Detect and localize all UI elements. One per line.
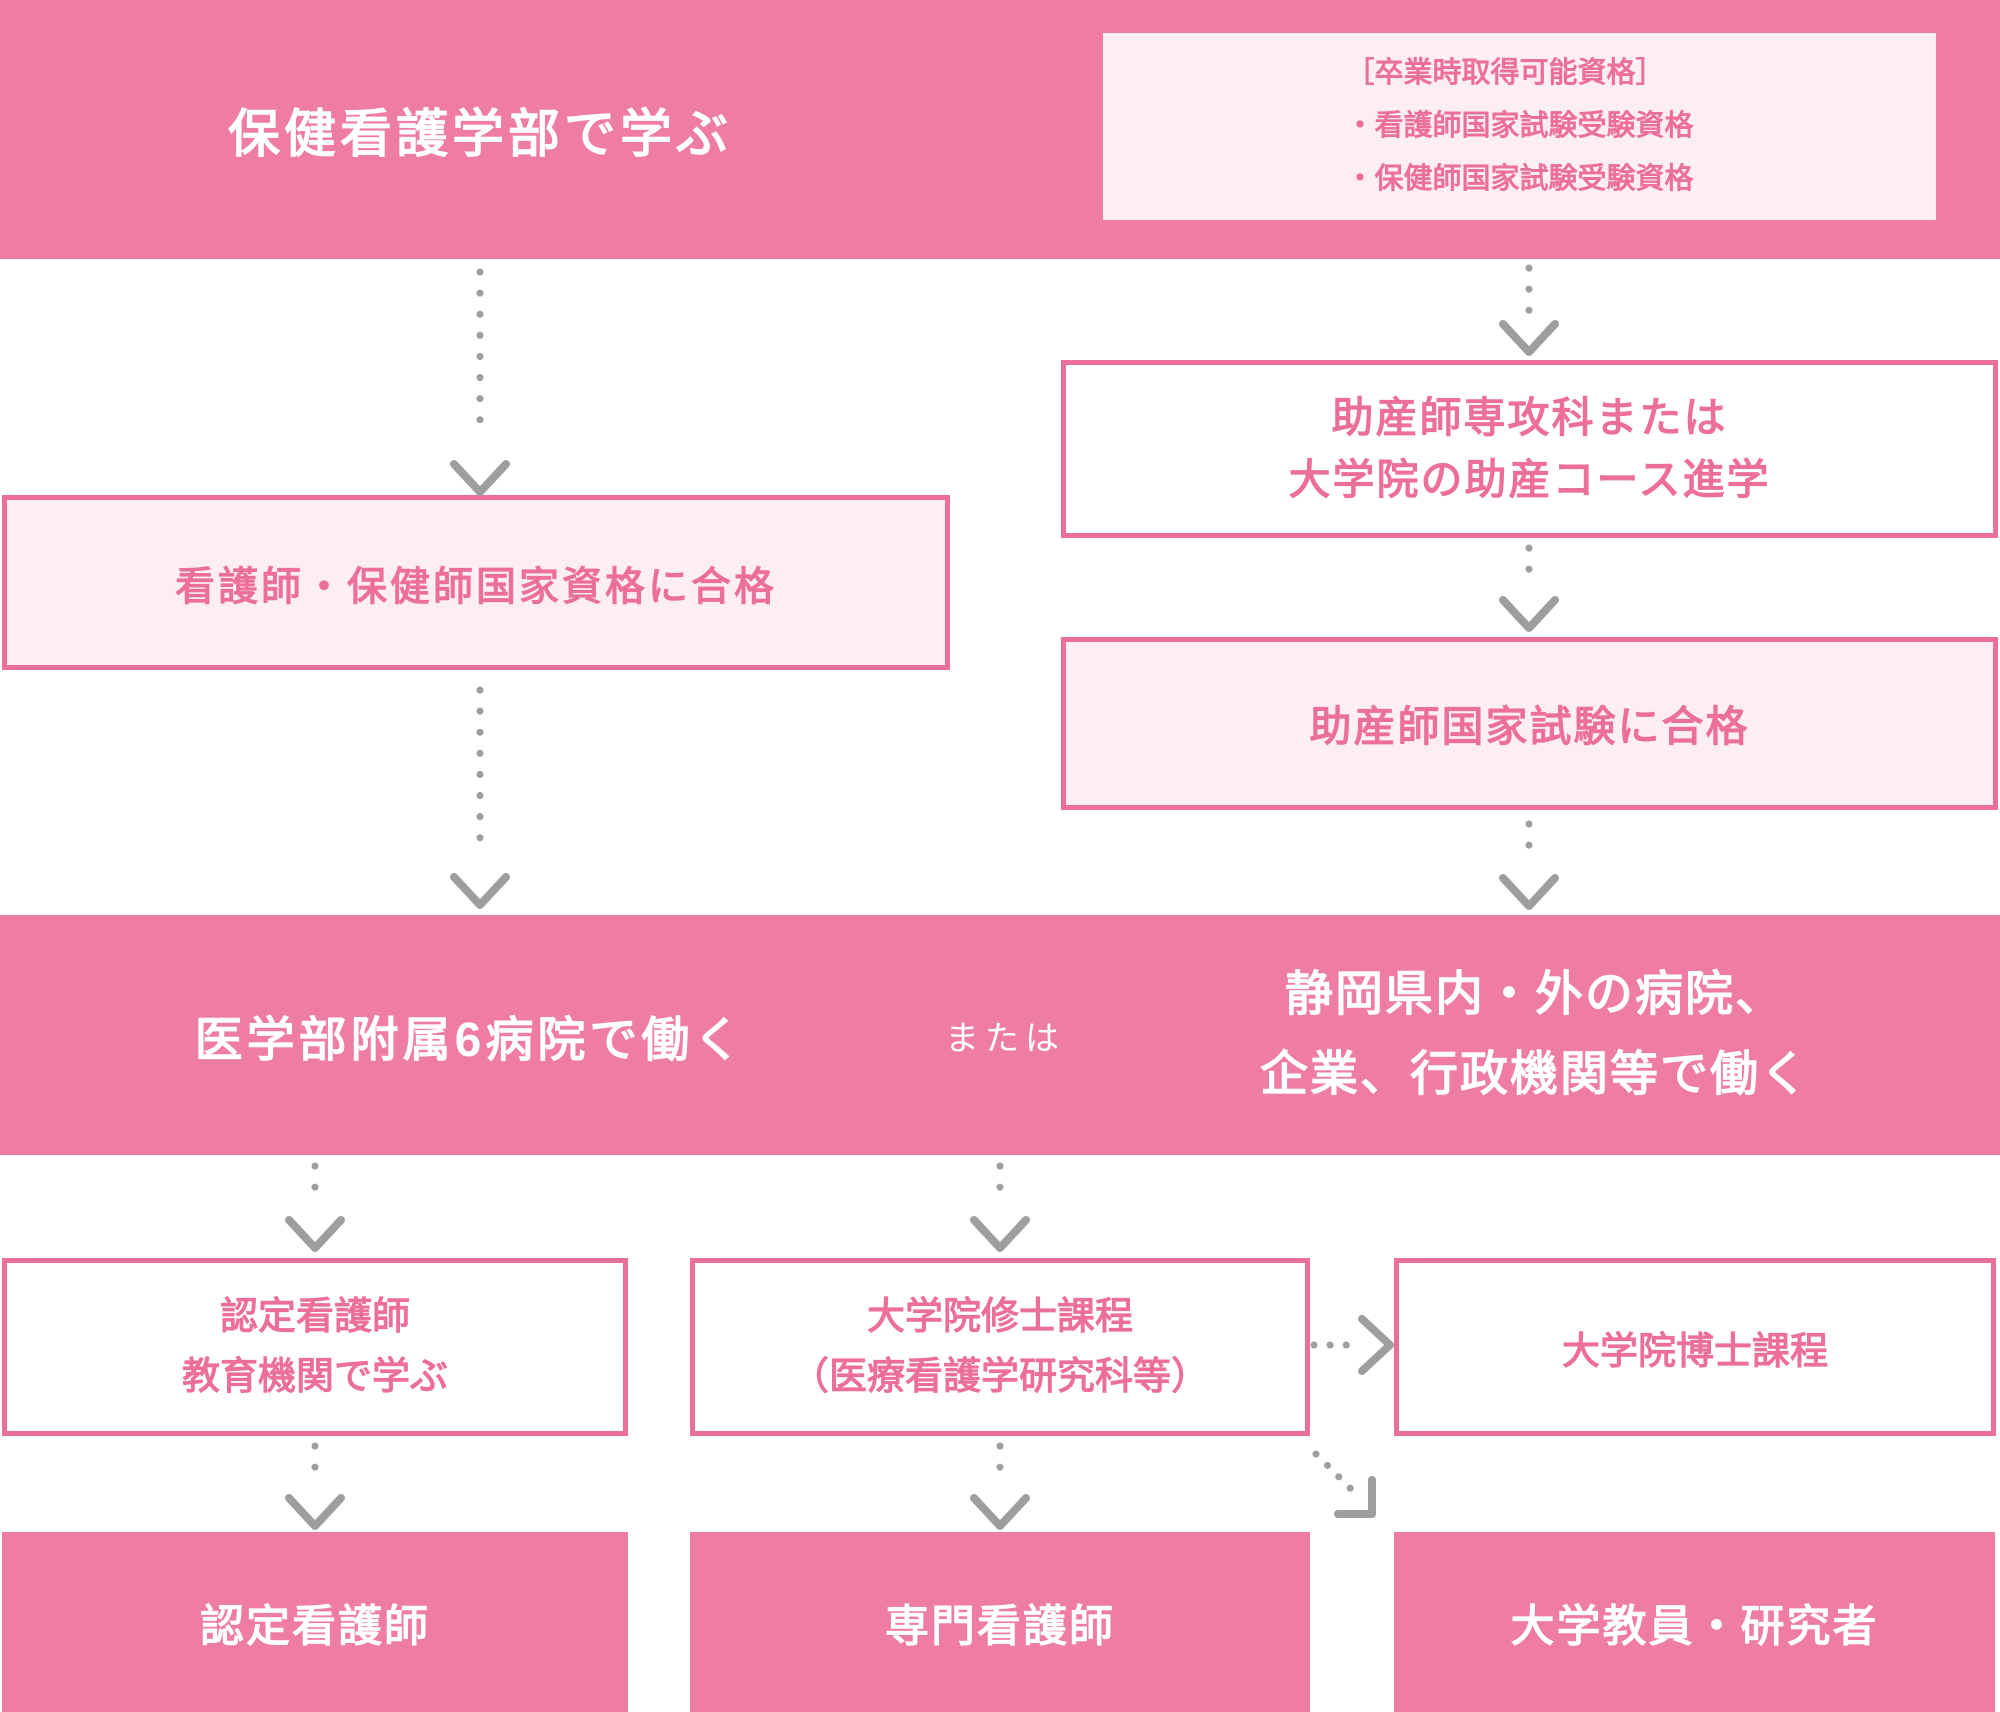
license-pass-box: 看護師・保健師国家資格に合格 [2, 495, 950, 670]
masters-program-box: 大学院修士課程 （医療看護学研究科等） [690, 1258, 1310, 1436]
certified-nurse-box: 認定看護師 [2, 1532, 628, 1712]
arrow-certified-school-to-certified-nurse [285, 1442, 345, 1530]
doctoral-program-box: 大学院博士課程 [1394, 1258, 1996, 1436]
arrow-exam-to-work [1499, 820, 1559, 910]
work-shizuoka-line1: 静岡県内・外の病院、 [1284, 968, 1785, 1021]
arrow-masters-to-doctoral [1310, 1315, 1394, 1375]
midwife-course-line2: 大学院の助産コース進学 [1288, 456, 1771, 503]
certified-nurse-school-box: 認定看護師 教育機関で学ぶ [2, 1258, 628, 1436]
arrow-work-to-masters [970, 1162, 1030, 1252]
arrow-faculty-to-pass [450, 268, 510, 496]
graduation-qualifications-box: ［卒業時取得可能資格］ ・看護師国家試験受験資格 ・保健師国家試験受験資格 [1103, 33, 1936, 220]
qualifications-heading: ［卒業時取得可能資格］ [1345, 57, 1665, 89]
masters-line1: 大学院修士課程 [866, 1296, 1133, 1338]
qualification-item: ・看護師国家試験受験資格 [1345, 110, 1694, 142]
work-shizuoka-label: 静岡県内・外の病院、 企業、行政機関等で働く [1070, 915, 2000, 1155]
arrow-work-to-certified-school [285, 1162, 345, 1252]
work-shizuoka-line2: 企業、行政機関等で働く [1259, 1048, 1810, 1101]
faculty-researcher-box: 大学教員・研究者 [1394, 1532, 1995, 1712]
specialist-nurse-box: 専門看護師 [690, 1532, 1310, 1712]
certified-school-line2: 教育機関で学ぶ [181, 1356, 448, 1398]
arrow-qualifications-to-midwife-course [1499, 264, 1559, 356]
arrow-pass-to-work [450, 686, 510, 909]
arrow-midwife-course-to-exam [1499, 544, 1559, 632]
work-band: 医学部附属6病院で働く または 静岡県内・外の病院、 企業、行政機関等で働く [0, 915, 2000, 1155]
work-or-label: または [945, 1019, 1065, 1058]
arrow-masters-to-specialist-nurse [970, 1442, 1030, 1530]
midwife-course-line1: 助産師専攻科または [1331, 394, 1728, 441]
midwife-exam-box: 助産師国家試験に合格 [1061, 637, 1998, 810]
arrow-masters-to-faculty-researcher [1312, 1450, 1376, 1518]
certified-school-line1: 認定看護師 [219, 1296, 410, 1338]
qualification-item: ・保健師国家試験受験資格 [1345, 163, 1694, 195]
qualifications-lines: ［卒業時取得可能資格］ ・看護師国家試験受験資格 ・保健師国家試験受験資格 [1345, 47, 1693, 206]
midwife-course-box: 助産師専攻科または 大学院の助産コース進学 [1061, 360, 1998, 538]
masters-line2: （医療看護学研究科等） [790, 1356, 1209, 1398]
faculty-title: 保健看護学部で学ぶ [227, 106, 732, 164]
work-hospitals-label: 医学部附属6病院で働く [194, 1014, 746, 1067]
